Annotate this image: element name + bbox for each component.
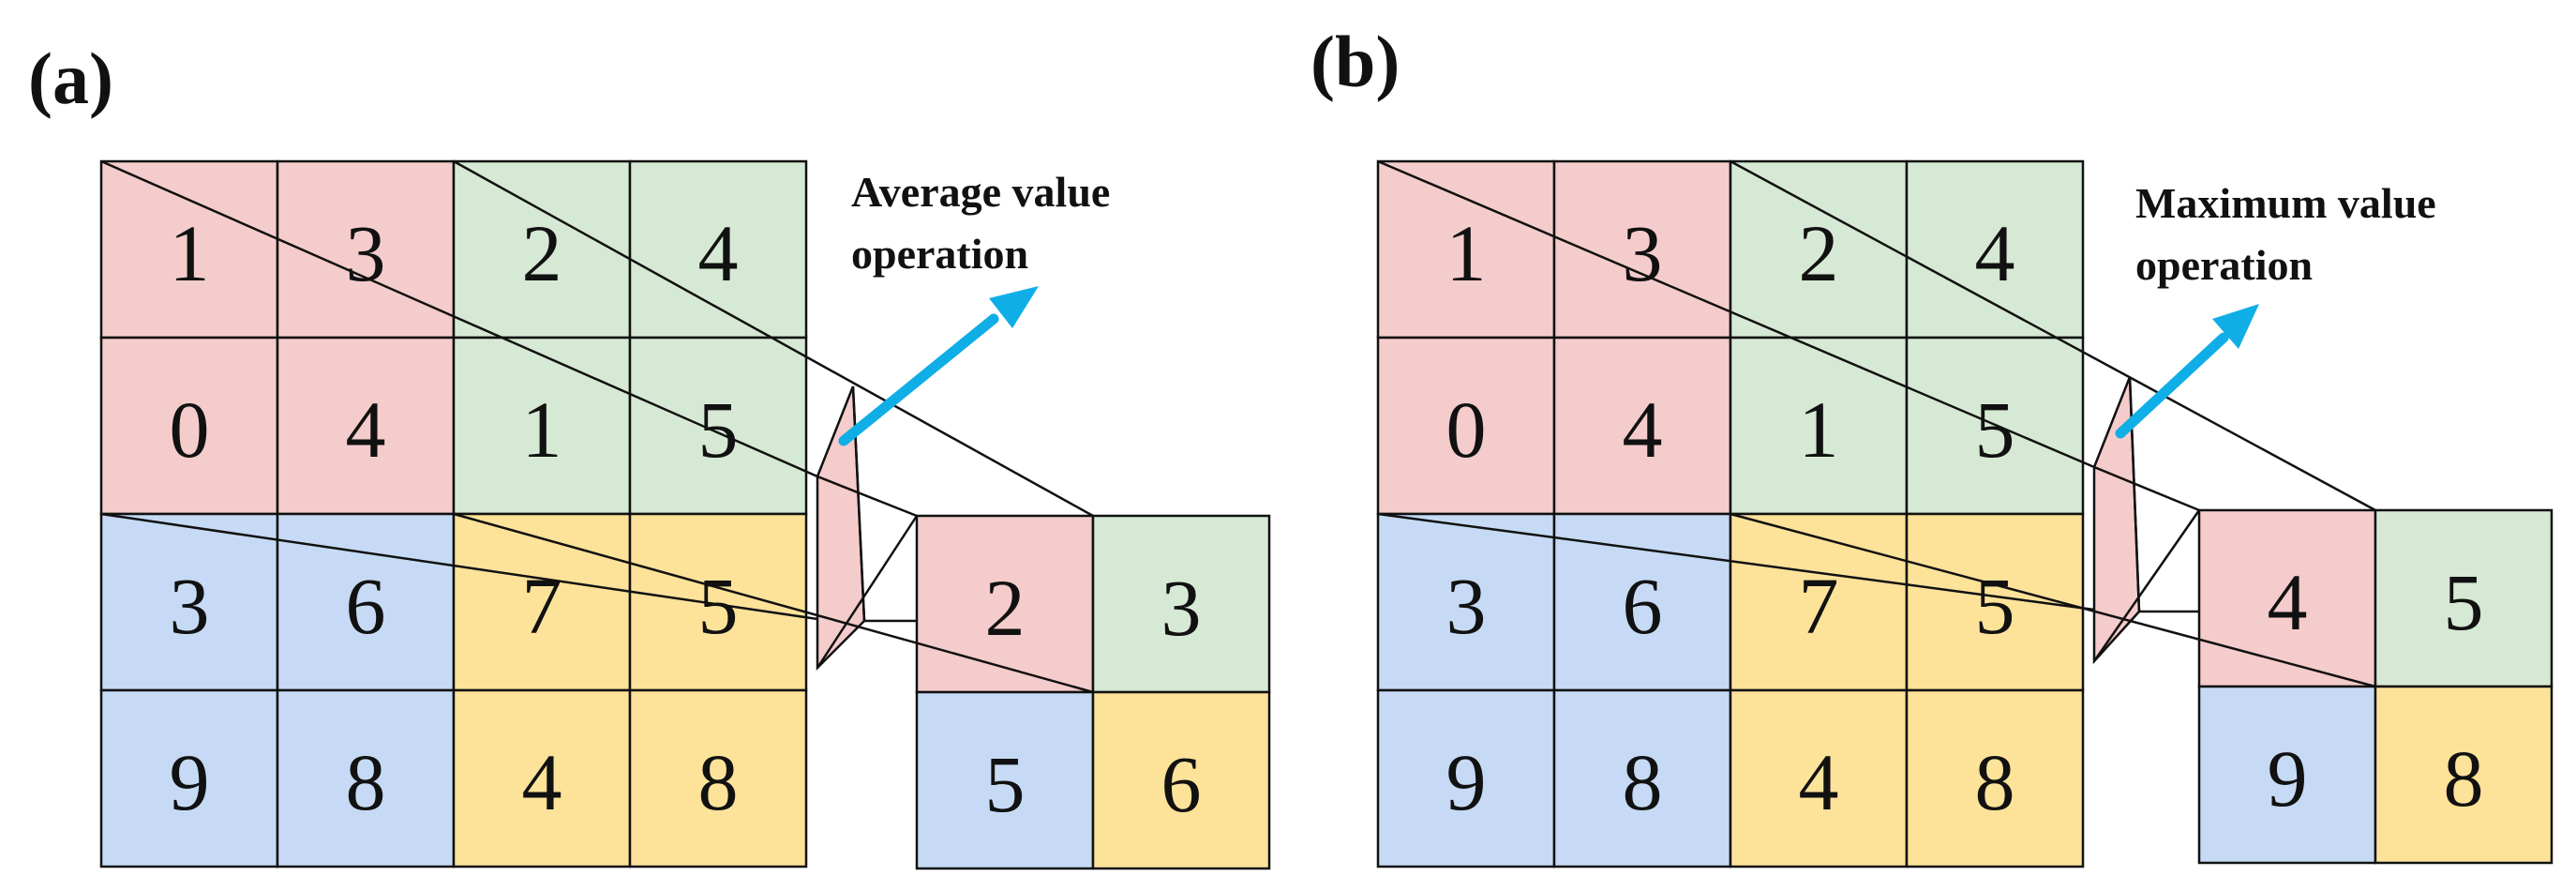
cell-value: 2 xyxy=(985,563,1026,653)
output-grid: 2 3 5 6 xyxy=(915,514,1271,870)
cell-value: 5 xyxy=(698,385,739,475)
cell-value: 8 xyxy=(2444,733,2484,823)
grid-cell: 3 xyxy=(1376,512,1556,692)
window-edge xyxy=(2128,376,2141,612)
cell-value: 4 xyxy=(2268,557,2308,647)
cell-value: 7 xyxy=(522,561,562,651)
grid-cell: 9 xyxy=(2197,685,2377,865)
operation-label-line1: Maximum value xyxy=(2135,179,2436,227)
cell-value: 2 xyxy=(522,208,562,298)
panel-average-pooling: (a) 1 3 2 4 0 xyxy=(28,38,1271,870)
grid-cell: 9 xyxy=(99,688,279,868)
cell-value: 3 xyxy=(170,561,210,651)
grid-cell: 0 xyxy=(99,336,279,516)
cell-value: 6 xyxy=(346,561,386,651)
panel-max-pooling: (b) 1 3 2 4 0 xyxy=(1310,21,2554,868)
grid-cell: 5 xyxy=(628,336,808,516)
grid-cell: 5 xyxy=(628,512,808,692)
grid-cell: 1 xyxy=(1376,159,1556,340)
panel-label: (b) xyxy=(1310,21,1400,102)
grid-cell: 8 xyxy=(1552,688,1732,868)
grid-cell: 4 xyxy=(2197,508,2377,688)
cell-value: 8 xyxy=(698,737,739,827)
grid-cell: 4 xyxy=(1905,159,2085,340)
grid-cell: 6 xyxy=(276,512,456,692)
operation-label-line1: Average value xyxy=(851,168,1110,216)
grid-cell: 5 xyxy=(2374,508,2554,688)
cell-value: 7 xyxy=(1799,561,1839,651)
grid-cell: 5 xyxy=(915,690,1095,870)
cell-value: 5 xyxy=(985,739,1026,829)
cell-value: 5 xyxy=(2444,557,2484,647)
cell-value: 0 xyxy=(1446,385,1487,475)
grid-cell: 4 xyxy=(276,336,456,516)
grid-cell: 8 xyxy=(1905,688,2085,868)
grid-cell: 4 xyxy=(1552,336,1732,516)
grid-cell: 5 xyxy=(1905,512,2085,692)
cell-value: 0 xyxy=(170,385,210,475)
grid-cell: 7 xyxy=(1729,512,1909,692)
cell-value: 3 xyxy=(1623,208,1663,298)
cell-value: 5 xyxy=(1975,561,2015,651)
cell-value: 9 xyxy=(1446,737,1487,827)
cell-value: 9 xyxy=(170,737,210,827)
cell-value: 3 xyxy=(1161,563,1202,653)
operation-label-line2: operation xyxy=(851,230,1028,278)
grid-cell: 9 xyxy=(1376,688,1556,868)
projection-lines xyxy=(100,159,1094,694)
grid-cell: 7 xyxy=(452,512,632,692)
operation-arrow xyxy=(2115,304,2259,439)
cell-value: 1 xyxy=(1446,208,1487,298)
cell-value: 4 xyxy=(1799,737,1839,827)
grid-cell: 3 xyxy=(276,159,456,340)
grid-cell: 3 xyxy=(99,512,279,692)
output-grid: 4 5 9 8 xyxy=(2197,508,2554,865)
grid-cell: 2 xyxy=(452,159,632,340)
input-grid: 1 3 2 4 0 4 xyxy=(1376,159,2085,868)
cell-value: 3 xyxy=(1446,561,1487,651)
grid-cell: 8 xyxy=(628,688,808,868)
projection-lines xyxy=(1377,159,2376,688)
grid-cell: 4 xyxy=(1729,688,1909,868)
grid-cell: 4 xyxy=(628,159,808,340)
cell-value: 4 xyxy=(522,737,562,827)
operation-label-line2: operation xyxy=(2135,241,2313,289)
cell-value: 1 xyxy=(170,208,210,298)
cell-value: 2 xyxy=(1799,208,1839,298)
cell-value: 4 xyxy=(1975,208,2015,298)
cell-value: 8 xyxy=(346,737,386,827)
grid-cell: 1 xyxy=(1729,336,1909,516)
cell-value: 1 xyxy=(1799,385,1839,475)
grid-cell: 2 xyxy=(1729,159,1909,340)
cell-value: 4 xyxy=(346,385,386,475)
cell-value: 4 xyxy=(1623,385,1663,475)
cell-value: 9 xyxy=(2268,733,2308,823)
cell-value: 8 xyxy=(1975,737,2015,827)
grid-cell: 4 xyxy=(452,688,632,868)
cell-value: 6 xyxy=(1623,561,1663,651)
grid-cell: 1 xyxy=(452,336,632,516)
input-grid: 1 3 2 4 0 4 xyxy=(99,159,808,868)
grid-cell: 6 xyxy=(1091,690,1271,870)
grid-cell: 8 xyxy=(276,688,456,868)
grid-cell: 2 xyxy=(915,514,1095,694)
cell-value: 8 xyxy=(1623,737,1663,827)
panel-label: (a) xyxy=(28,38,113,119)
grid-cell: 0 xyxy=(1376,336,1556,516)
cell-value: 1 xyxy=(522,385,562,475)
operation-arrow xyxy=(838,286,1039,446)
grid-cell: 3 xyxy=(1552,159,1732,340)
grid-cell: 1 xyxy=(99,159,279,340)
grid-cell: 8 xyxy=(2374,685,2554,865)
cell-value: 4 xyxy=(698,208,739,298)
grid-cell: 3 xyxy=(1091,514,1271,694)
cell-value: 6 xyxy=(1161,739,1202,829)
